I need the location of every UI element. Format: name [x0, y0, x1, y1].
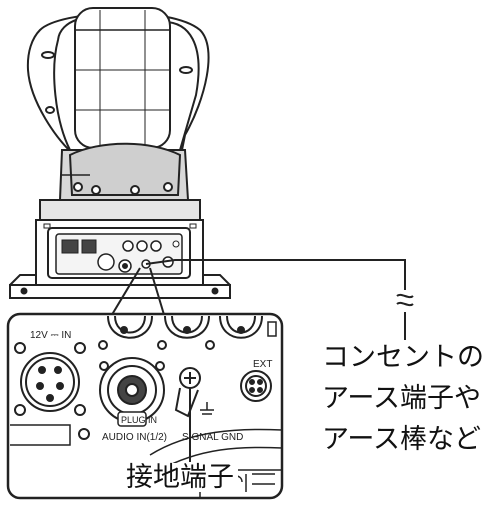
ext-connector: EXT: [240, 359, 272, 402]
bnc-connectors: [98, 315, 277, 350]
plug-in-power-label: PLUG IN: [121, 415, 157, 425]
signal-gnd-label: SIGNAL GND: [182, 432, 243, 443]
ground-wire: [145, 259, 414, 340]
ground-terminal-screw: SIGNAL GND: [174, 367, 243, 443]
camera-base: [9, 199, 231, 299]
camera-head: [26, 7, 210, 161]
audio-in-jack: PLUG IN AUDIO IN(1/2): [78, 357, 167, 443]
power-in-label: 12V ⎓ IN: [30, 330, 71, 341]
connection-note-line-2: アース端子や: [322, 383, 482, 414]
enlarged-connector-panel: 12V ⎓ IN: [6, 312, 284, 500]
power-in-connector: 12V ⎓ IN: [14, 330, 86, 416]
ext-label: EXT: [253, 359, 272, 370]
ground-terminal-callout: 接地端子: [122, 463, 238, 492]
camera-body: [58, 142, 190, 201]
audio-in-label: AUDIO IN(1/2): [102, 432, 167, 443]
zoom-callout-lines: [109, 267, 166, 319]
connection-note-line-1: コンセントの: [322, 342, 484, 373]
connection-note-line-3: アース棒など: [322, 424, 482, 455]
